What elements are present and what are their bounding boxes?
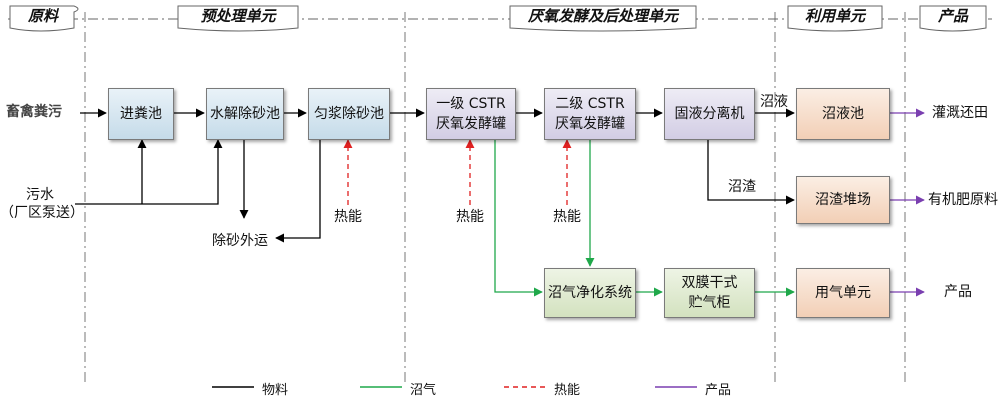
input-manure: 畜禽粪污 <box>6 104 62 120</box>
input-sewage: 污水 （厂区泵送） <box>0 187 84 221</box>
gas-unit-box: 用气单元 <box>796 268 890 318</box>
gas-holder-box: 双膜干式 贮气柜 <box>664 268 755 318</box>
banner-product <box>919 5 987 32</box>
homogenize-box: 匀浆除砂池 <box>308 88 390 140</box>
sand-out-label: 除砂外运 <box>212 233 268 249</box>
hydrolysis-box: 水解除砂池 <box>206 88 284 140</box>
unit-raw-title: 原料 <box>27 7 58 25</box>
biogas-purify-box: 沼气净化系统 <box>544 268 636 318</box>
unit-utilization-title: 利用单元 <box>804 7 865 25</box>
heat-label-1: 热能 <box>334 209 362 225</box>
banner-anaerobic <box>509 5 697 32</box>
inlet-pool-box: 进粪池 <box>108 88 174 140</box>
residue-yard-box: 沼渣堆场 <box>796 176 890 224</box>
biogas-flow <box>494 140 795 297</box>
output-irrigation: 灌溉还田 <box>932 105 988 121</box>
top-banner <box>8 5 992 32</box>
section-dividers <box>84 12 906 385</box>
legend-heat: 热能 <box>554 383 581 398</box>
residue-label: 沼渣 <box>728 179 756 195</box>
banner-pretreatment <box>177 5 299 32</box>
heat-flow <box>343 139 572 205</box>
unit-pretreatment-title: 预处理单元 <box>200 7 276 25</box>
cstr2-box: 二级 CSTR 厌氧发酵罐 <box>544 88 636 140</box>
heat-label-3: 热能 <box>553 209 581 225</box>
slurry-label: 沼液 <box>760 94 788 110</box>
legend-biogas: 沼气 <box>410 383 437 398</box>
unit-product-title: 产品 <box>937 7 968 25</box>
unit-anaerobic-title: 厌氧发酵及后处理单元 <box>527 7 678 25</box>
slurry-pool-box: 沼液池 <box>796 88 890 140</box>
output-fertilizer: 有机肥原料 <box>928 192 998 208</box>
separator-box: 固液分离机 <box>664 88 755 140</box>
legend-material: 物料 <box>262 383 289 398</box>
product-flow <box>890 108 925 297</box>
cstr1-box: 一级 CSTR 厌氧发酵罐 <box>426 88 516 140</box>
banner-raw <box>9 5 79 32</box>
legend-product: 产品 <box>705 383 732 398</box>
output-product: 产品 <box>944 284 972 300</box>
heat-label-2: 热能 <box>456 209 484 225</box>
material-flow <box>75 108 795 243</box>
banner-utilization <box>787 5 883 32</box>
